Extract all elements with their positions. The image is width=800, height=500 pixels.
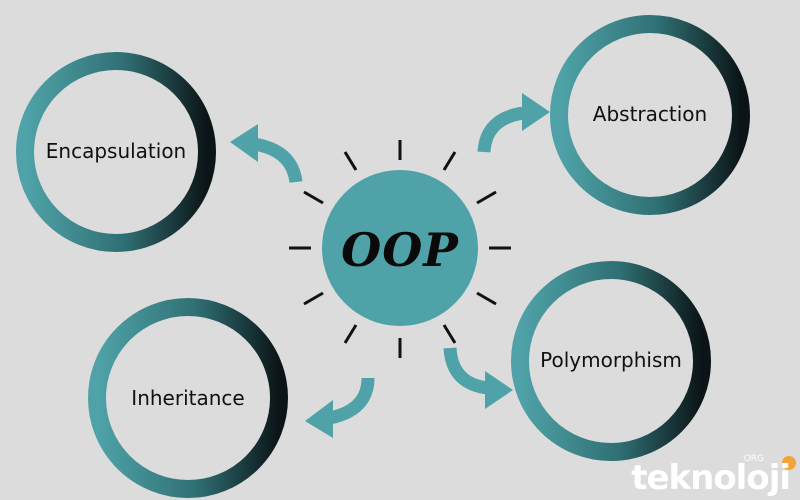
node-label-polymorphism: Polymorphism [540,348,682,372]
sun-rays [289,140,511,358]
center-label: OOP [341,223,459,277]
ray [303,190,324,205]
watermark-accent-dot [782,456,796,470]
ring-abstraction [550,15,750,215]
arrowhead-encapsulation [230,124,258,162]
ray [343,151,358,171]
node-label-abstraction: Abstraction [592,102,708,126]
ray [343,324,358,344]
ring-inheritance [88,298,288,498]
node-label-encapsulation: Encapsulation [45,139,187,163]
watermark-superscript: ORG [743,454,764,464]
arrow-to-abstraction [477,106,526,153]
arrowhead-abstraction [522,93,550,131]
arrowhead-polymorphism [485,371,513,409]
ring-polymorphism [511,261,711,461]
ray [476,190,497,205]
center-circle [322,170,478,326]
ring-encapsulation [16,52,216,252]
arrowhead-inheritance [305,400,333,438]
arrow-to-inheritance [328,377,375,425]
ray [442,151,457,171]
ray [476,291,497,306]
node-label-inheritance: Inheritance [131,386,245,410]
watermark-logo: teknoloji [631,458,791,498]
ray [442,324,457,344]
arrow-to-encapsulation [252,137,303,184]
arrow-to-polymorphism [443,347,490,395]
ray [303,291,324,306]
